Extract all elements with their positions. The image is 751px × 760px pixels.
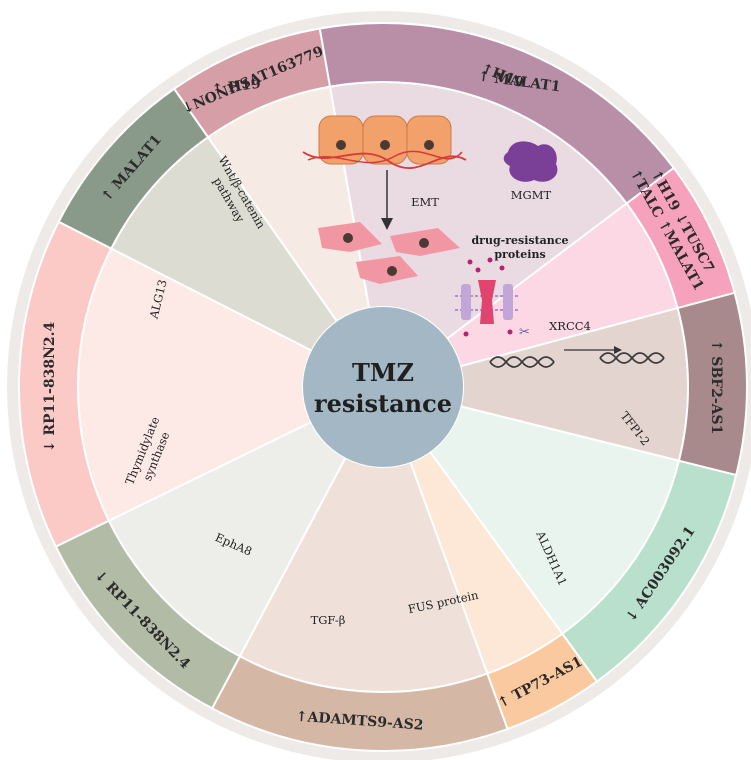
outer-label-xrcc4: ↑ SBF2-AS1 bbox=[708, 340, 724, 435]
center-title-line2: resistance bbox=[314, 389, 452, 418]
inner-label-emt: EMT bbox=[411, 195, 439, 209]
inner-label-tgfb: TGF-β bbox=[311, 613, 346, 627]
epithelial-cells bbox=[302, 115, 467, 169]
mgmt-icon bbox=[503, 141, 558, 182]
membrane-protein-icon bbox=[455, 257, 520, 337]
center-title-line1: TMZ bbox=[352, 358, 414, 387]
sector-outer-wnt bbox=[318, 22, 676, 205]
inner-label-xrcc4: XRCC4 bbox=[549, 319, 591, 333]
outer-label-emt-0: ↑ H19 bbox=[211, 76, 262, 98]
emt-arrow-head bbox=[381, 218, 393, 230]
mesenchymal-cells bbox=[318, 222, 460, 284]
sector-group bbox=[18, 22, 748, 752]
inner-label-mgmt-1: drug-resistance bbox=[471, 234, 568, 247]
outer-label-epha8: ↓ RP11-838N2.4 bbox=[42, 322, 58, 453]
emt-illustration bbox=[302, 115, 467, 284]
dna-repair-icon: ✂ bbox=[489, 325, 665, 368]
scissors-icon: ✂ bbox=[519, 325, 530, 340]
inner-label-mgmt-2: proteins bbox=[494, 248, 545, 261]
inner-label-mgmt-0: MGMT bbox=[511, 188, 552, 202]
center-circle bbox=[303, 307, 463, 467]
